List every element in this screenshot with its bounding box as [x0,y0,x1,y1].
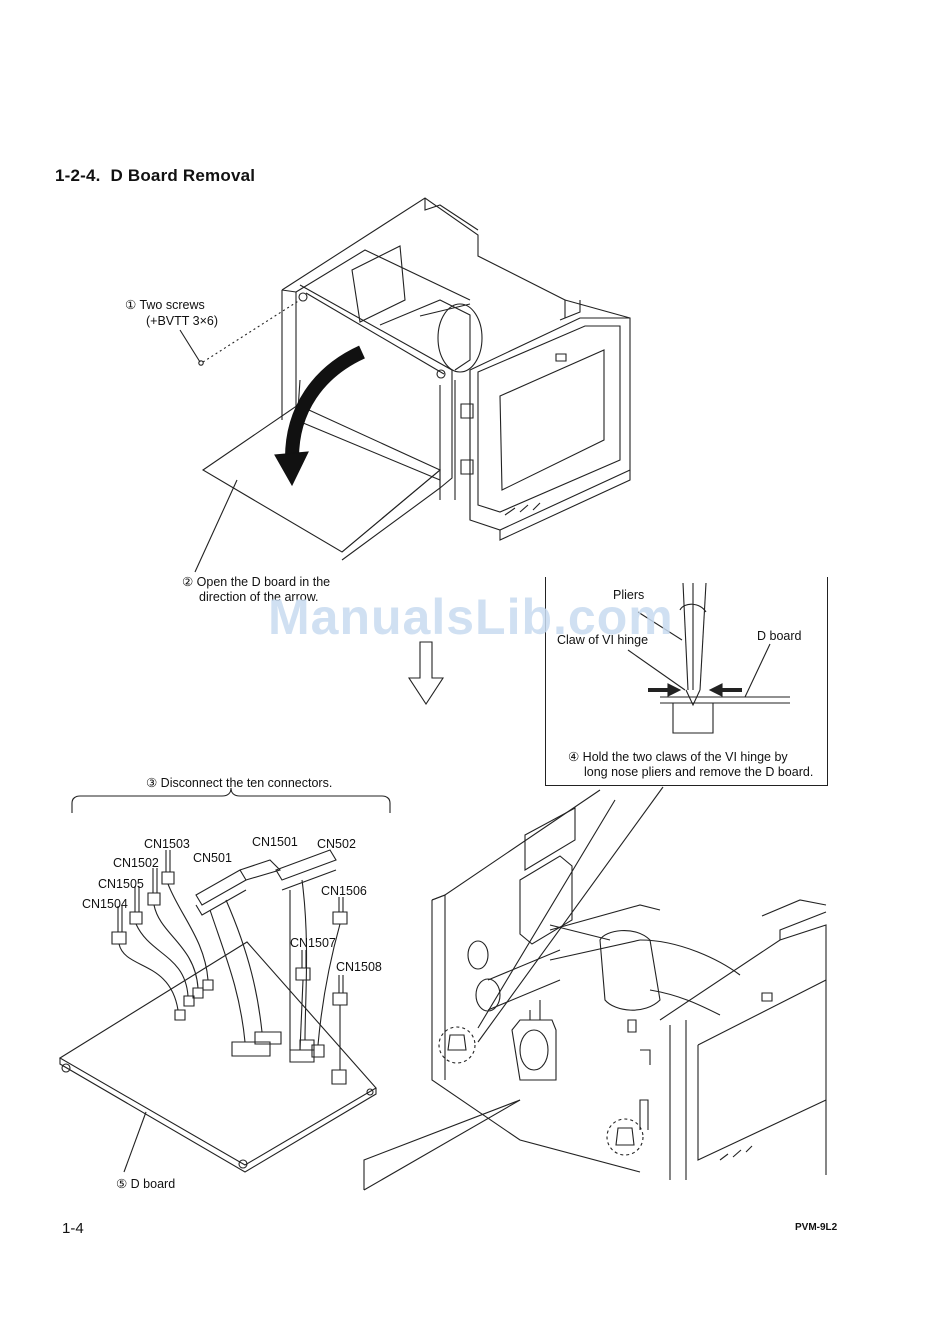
pliers-detail [628,583,790,733]
watermark: ManualsLib.com [268,589,674,645]
step2-label-line1: ② Open the D board in the [182,575,331,589]
step4-label-line2: long nose pliers and remove the D board. [584,765,814,779]
connector-label: CN1501 [252,835,298,849]
connector-label: CN1506 [321,884,367,898]
d-board-connectors [60,788,390,1172]
step2-label-line2: direction of the arrow. [199,590,319,604]
connector-label: CN1504 [82,897,128,911]
monitor-top-view [180,198,630,572]
pliers-label: Pliers [613,588,645,602]
pliers-inset-frame [545,577,828,786]
model-number: PVM-9L2 [795,1222,838,1233]
inset-dboard-label: D board [757,629,802,643]
step1-label-line2: (+BVTT 3×6) [146,314,219,328]
chassis-interior [364,787,826,1190]
section-number: 1-2-4. [55,166,101,185]
step5-label: ⑤ D board [116,1177,176,1191]
connector-label: CN1502 [113,856,159,870]
connector-label: CN1505 [98,877,144,891]
claw-label: Claw of VI hinge [557,633,649,647]
connector-label: CN501 [193,851,232,865]
page-number: 1-4 [62,1220,84,1237]
step1-label-line1: ① Two screws [125,298,205,312]
step4-label-line1: ④ Hold the two claws of the VI hinge by [568,750,788,764]
step3-label: ③ Disconnect the ten connectors. [146,776,333,790]
connector-label: CN502 [317,837,356,851]
section-heading: D Board Removal [110,166,256,185]
connector-label: CN1503 [144,837,190,851]
connector-label: CN1507 [290,936,336,950]
connector-label: CN1508 [336,960,382,974]
down-arrow-icon [409,642,443,704]
section-title: 1-2-4. D Board Removal [55,166,255,186]
